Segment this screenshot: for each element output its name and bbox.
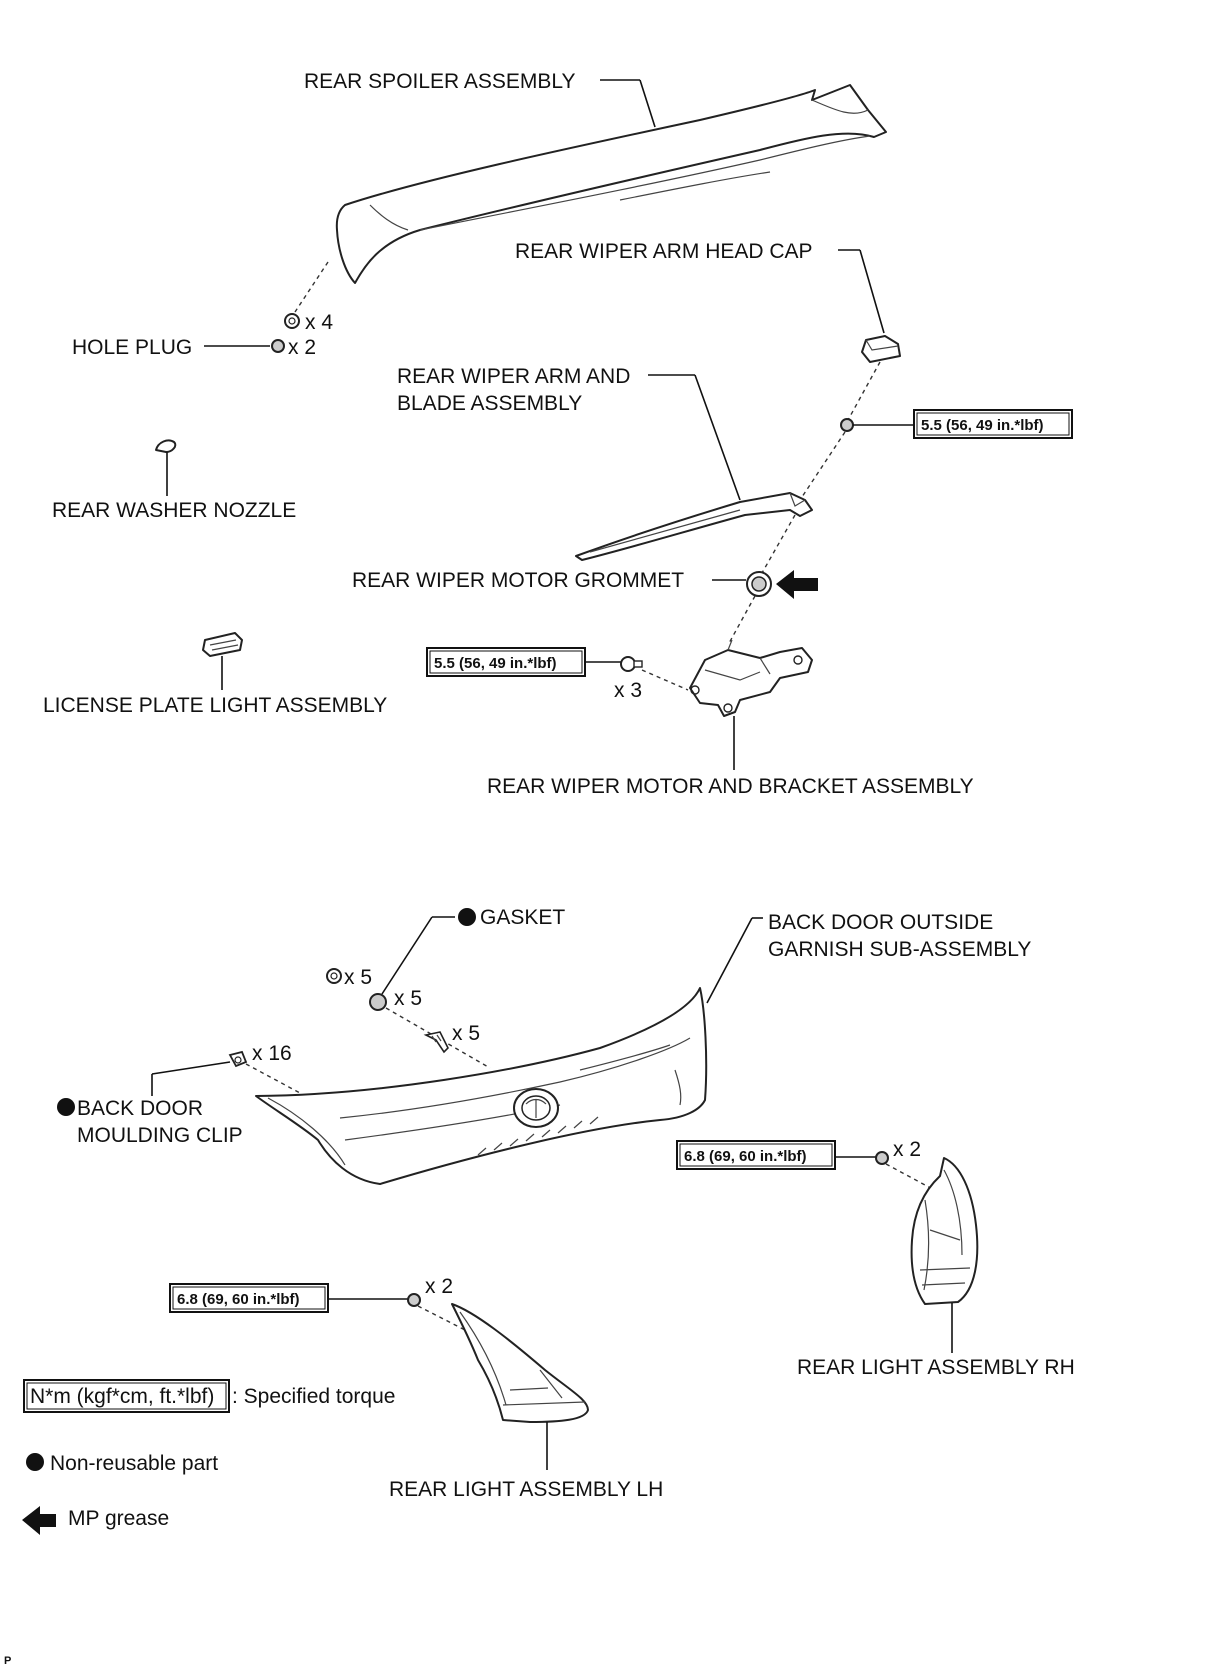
leader-line [151, 1061, 231, 1075]
rear-washer-nozzle-label: REAR WASHER NOZZLE [52, 499, 296, 522]
wiper-arm-nut-icon [840, 418, 854, 432]
assembly-dashed-line [847, 361, 881, 421]
rear-wiper-arm-head-cap-part [861, 335, 901, 363]
license-plate-light-label: LICENSE PLATE LIGHT ASSEMBLY [43, 694, 387, 717]
wiper-motor-torque-box: 5.5 (56, 49 in.*lbf) [426, 647, 586, 677]
rear-wiper-motor-grommet-label: REAR WIPER MOTOR GROMMET [352, 569, 684, 592]
gasket-icon [369, 993, 387, 1011]
leader-line [694, 374, 741, 501]
rear-light-lh-nut-icon [407, 1293, 421, 1307]
spoiler-clip-qty: x 4 [305, 311, 333, 334]
gasket-label: GASKET [480, 906, 565, 929]
rear-wiper-motor-bracket-label: REAR WIPER MOTOR AND BRACKET ASSEMBLY [487, 775, 974, 798]
assembly-dashed-line [417, 1305, 466, 1331]
rear-light-lh-label: REAR LIGHT ASSEMBLY LH [389, 1478, 663, 1501]
rear-wiper-arm-head-cap-label: REAR WIPER ARM HEAD CAP [515, 240, 813, 263]
legend-torque-box [23, 1379, 230, 1413]
hole-plug-label: HOLE PLUG [72, 336, 192, 359]
legend-non-reusable-dot-icon [26, 1453, 44, 1471]
wiper-motor-bolt-qty: x 3 [614, 679, 642, 702]
rear-light-rh-nut-icon [875, 1151, 889, 1165]
assembly-dashed-line [294, 261, 329, 313]
rear-washer-nozzle-part [155, 439, 177, 453]
garnish-clip-qty: x 5 [344, 966, 372, 989]
wiper-motor-bolt-torque: 5.5 (56, 49 in.*lbf) [434, 655, 557, 672]
legend-mp-grease-arrow-icon [22, 1506, 56, 1535]
gasket-qty: x 5 [394, 987, 422, 1010]
assembly-dashed-line [799, 431, 846, 501]
legend-non-reusable: Non-reusable part [50, 1452, 218, 1475]
rear-light-lh-torque: 6.8 (69, 60 in.*lbf) [177, 1291, 300, 1308]
garnish-stud-icon [423, 1031, 449, 1054]
hole-plug-qty: x 2 [288, 336, 316, 359]
license-plate-light-part [202, 632, 243, 657]
footer-code: P [4, 1655, 11, 1667]
rear-light-rh-nut-qty: x 2 [893, 1138, 921, 1161]
rear-wiper-arm-blade-part [575, 492, 813, 561]
assembly-dashed-line [245, 1063, 301, 1094]
wiper-arm-nut-torque-box: 5.5 (56, 49 in.*lbf) [913, 409, 1073, 439]
leader-line [639, 79, 656, 128]
rear-spoiler-part [335, 84, 887, 284]
spoiler-clip-icon [284, 313, 300, 329]
legend: N*m (kgf*cm, ft.*lbf) : Specified torque… [22, 1379, 395, 1535]
leader-line [859, 249, 885, 334]
moulding-clip-qty: x 16 [252, 1042, 292, 1065]
garnish-stud-qty: x 5 [452, 1022, 480, 1045]
rear-wiper-arm-blade-label-line1: REAR WIPER ARM AND [397, 365, 630, 388]
assembly-dashed-line [727, 595, 756, 646]
rear-wiper-motor-bracket-part [689, 639, 813, 717]
rear-light-rh-torque: 6.8 (69, 60 in.*lbf) [684, 1148, 807, 1165]
non-reusable-dot-icon [458, 908, 476, 926]
rear-light-rh-torque-box: 6.8 (69, 60 in.*lbf) [676, 1140, 836, 1170]
assembly-dashed-line [761, 514, 796, 574]
rear-wiper-motor-grommet-part [746, 571, 772, 597]
moulding-clip-icon [228, 1050, 248, 1068]
legend-mp-grease: MP grease [68, 1507, 169, 1530]
rear-light-lh-part [451, 1303, 589, 1423]
wiper-motor-bolt-icon [620, 656, 643, 672]
hole-plug-icon [271, 339, 285, 353]
leader-line [706, 917, 753, 1004]
rear-light-rh-part [910, 1157, 979, 1305]
back-door-garnish-label-line1: BACK DOOR OUTSIDE [768, 911, 993, 934]
rear-light-lh-nut-qty: x 2 [425, 1275, 453, 1298]
back-door-garnish-part [255, 987, 708, 1185]
rear-light-rh-label: REAR LIGHT ASSEMBLY RH [797, 1356, 1075, 1379]
legend-torque-desc: : Specified torque [232, 1385, 395, 1408]
mp-grease-arrow-icon [776, 570, 818, 599]
back-door-clip-label-line1: BACK DOOR [77, 1097, 203, 1120]
garnish-clip-icon [326, 968, 342, 984]
non-reusable-dot-icon [57, 1098, 75, 1116]
back-door-garnish-label-line2: GARNISH SUB-ASSEMBLY [768, 938, 1031, 961]
rear-wiper-arm-blade-label-line2: BLADE ASSEMBLY [397, 392, 582, 415]
assembly-dashed-line [641, 669, 689, 691]
back-door-clip-label-line2: MOULDING CLIP [77, 1124, 243, 1147]
rear-spoiler-label: REAR SPOILER ASSEMBLY [304, 70, 576, 93]
leader-line [381, 916, 433, 995]
legend-torque-unit: N*m (kgf*cm, ft.*lbf) [30, 1385, 214, 1408]
wiper-arm-nut-torque: 5.5 (56, 49 in.*lbf) [921, 417, 1044, 434]
rear-light-lh-torque-box: 6.8 (69, 60 in.*lbf) [169, 1283, 329, 1313]
